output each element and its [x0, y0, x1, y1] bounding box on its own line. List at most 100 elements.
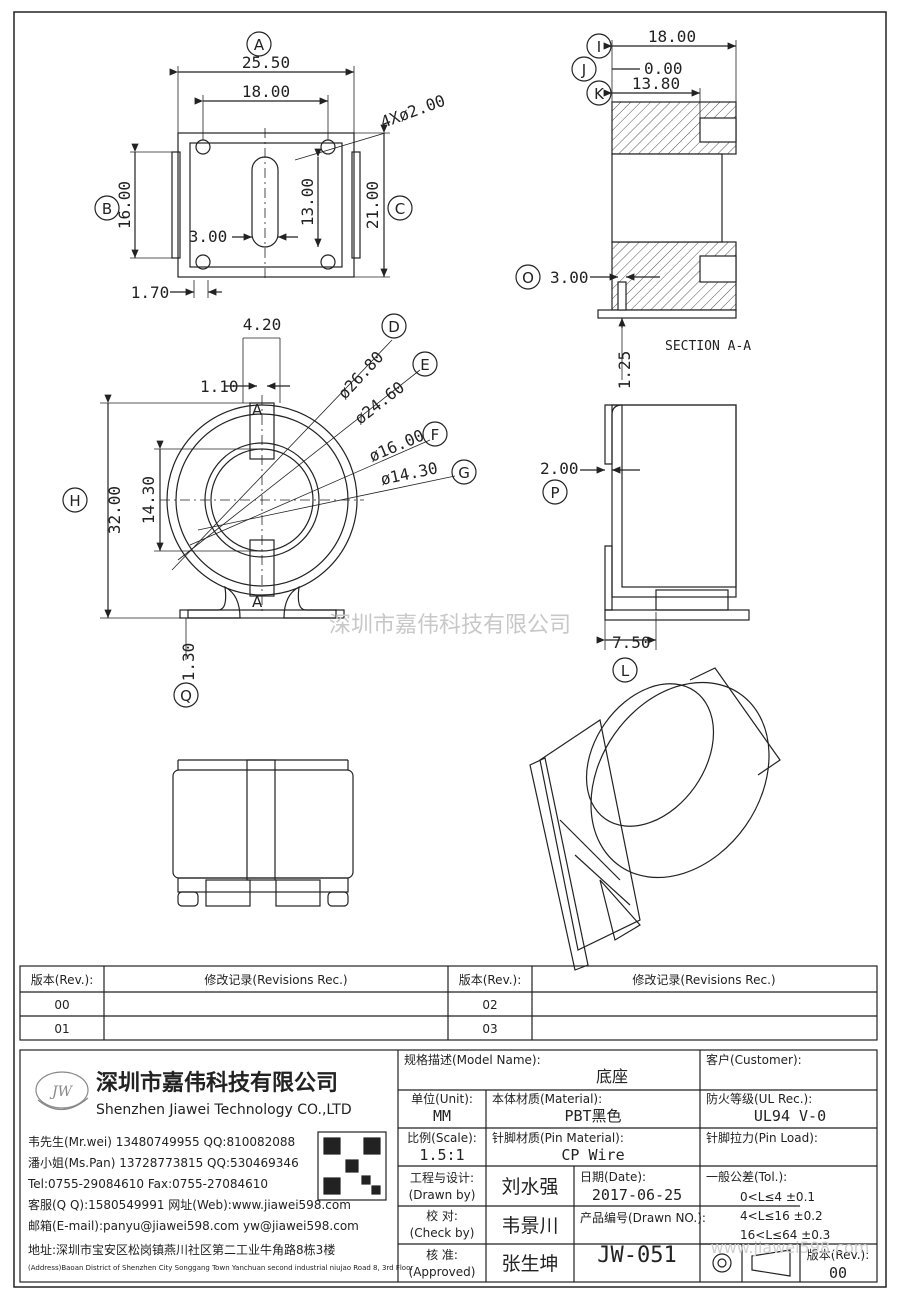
dim-o: 3.00 — [550, 268, 589, 287]
dim-4-20: 4.20 — [243, 315, 282, 334]
top-view — [94, 31, 413, 298]
drawing-frame — [13, 11, 887, 1288]
label-b: B — [102, 200, 112, 218]
drawn-no-label: 产品编号(Drawn NO.): — [580, 1210, 706, 1225]
label-e: E — [420, 356, 429, 374]
contact-5: 邮箱(E-mail):panyu@jiawei598.com yw@jiawei… — [28, 1218, 359, 1233]
section-mark-top: A — [252, 401, 263, 419]
check-label-en: (Check by) — [410, 1226, 475, 1240]
pin-material-value: CP Wire — [561, 1146, 624, 1164]
drawn-no-value: JW-051 — [597, 1243, 676, 1268]
dim-2-00: 2.00 — [540, 459, 579, 478]
dim-3-00: 3.00 — [189, 227, 228, 246]
contact-4: 客服(Q Q):1580549991 网址(Web):www.jiawei598… — [28, 1197, 351, 1212]
pin-load-label: 针脚拉力(Pin Load): — [706, 1130, 818, 1145]
label-c: C — [395, 200, 405, 218]
model-value: 底座 — [596, 1067, 628, 1086]
dim-g: ø14.30 — [379, 458, 439, 489]
watermark: 深圳市嘉伟科技有限公司 — [329, 613, 571, 638]
dim-f: ø16.00 — [366, 426, 427, 466]
dim-14-30: 14.30 — [139, 476, 158, 524]
logo-text: JW — [49, 1084, 74, 1100]
dim-k: 13.80 — [632, 74, 680, 93]
customer-label: 客户(Customer): — [706, 1052, 802, 1067]
tol-row-1: 0<L≤4 ±0.1 — [740, 1190, 815, 1204]
revisions-table — [19, 965, 878, 1041]
company-name-cn: 深圳市嘉伟科技有限公司 — [96, 1070, 338, 1096]
label-i: I — [597, 38, 601, 56]
approve-value: 张生坤 — [501, 1253, 558, 1275]
bottom-view — [172, 759, 354, 907]
label-k: K — [594, 85, 605, 103]
dim-pin: 1.25 — [615, 351, 634, 390]
title-block — [398, 1050, 877, 1282]
watermark-url: www.jiawei598.com — [711, 1238, 870, 1257]
check-label-cn: 校 对: — [426, 1208, 458, 1223]
tol-row-3: 16<L≤64 ±0.3 — [740, 1228, 830, 1242]
dim-32-00: 32.00 — [105, 486, 124, 534]
contact-2: 潘小姐(Ms.Pan) 13728773815 QQ:530469346 — [28, 1156, 299, 1170]
side-view — [542, 404, 750, 683]
rev-label: 版本(Rev.): — [807, 1248, 870, 1262]
front-view — [62, 313, 477, 708]
label-h: H — [69, 492, 80, 510]
approve-label-cn: 核 准: — [426, 1248, 458, 1262]
dim-16-00: 16.00 — [115, 181, 134, 229]
dim-1-70: 1.70 — [131, 283, 170, 302]
section-mark-bottom: A — [252, 593, 263, 611]
date-value: 2017-06-25 — [592, 1186, 682, 1204]
address-cn: 地址:深圳市宝安区松岗镇燕川社区第二工业牛角路8栋3楼 — [28, 1242, 335, 1257]
rev-row-03: 03 — [482, 1022, 497, 1036]
label-g: G — [458, 464, 470, 482]
top-view-outline — [177, 132, 355, 278]
dim-i: 18.00 — [648, 27, 696, 46]
material-label: 本体材质(Material): — [492, 1092, 602, 1106]
unit-value: MM — [433, 1107, 451, 1125]
rev-header-2: 版本(Rev.): — [459, 973, 522, 987]
dim-21-00: 21.00 — [363, 181, 382, 229]
scale-value: 1.5:1 — [419, 1146, 464, 1164]
label-f: F — [431, 426, 440, 444]
logo-mark — [35, 1071, 89, 1109]
address-en: (Address)Baoan District of Shenzhen City… — [28, 1264, 413, 1272]
label-j: J — [581, 61, 586, 79]
label-o: O — [522, 269, 534, 287]
rev-row-01: 01 — [54, 1022, 69, 1036]
rec-header-2: 修改记录(Revisions Rec.) — [632, 972, 775, 987]
label-d: D — [388, 318, 400, 336]
contact-3: Tel:0755-29084610 Fax:0755-27084610 — [27, 1177, 268, 1191]
dim-holes: 4Xø2.00 — [378, 91, 448, 132]
check-value: 韦景川 — [501, 1215, 558, 1237]
material-value: PBT黑色 — [564, 1107, 621, 1125]
dim-j: 0.00 — [644, 59, 683, 78]
qr-code — [317, 1131, 387, 1201]
tol-label: 一般公差(Tol.): — [706, 1169, 787, 1184]
scale-label: 比例(Scale): — [407, 1131, 477, 1145]
model-label: 规格描述(Model Name): — [404, 1052, 541, 1067]
dim-13-00: 13.00 — [298, 178, 317, 226]
ul-label: 防火等级(UL Rec.): — [706, 1091, 812, 1106]
drawn-label-cn: 工程与设计: — [410, 1170, 474, 1185]
dim-1-10: 1.10 — [200, 377, 239, 396]
contact-1: 韦先生(Mr.wei) 13480749955 QQ:810082088 — [28, 1135, 295, 1149]
company-name-en: Shenzhen Jiawei Technology CO.,LTD — [96, 1102, 352, 1118]
rev-row-02: 02 — [482, 998, 497, 1012]
approve-label-en: (Approved) — [409, 1265, 476, 1279]
rev-value: 00 — [829, 1264, 847, 1282]
rec-header-1: 修改记录(Revisions Rec.) — [204, 972, 347, 987]
isometric-view — [529, 667, 781, 971]
label-q: Q — [180, 687, 192, 705]
dim-18-00: 18.00 — [242, 82, 290, 101]
pin-material-label: 针脚材质(Pin Material): — [492, 1130, 624, 1145]
rev-row-00: 00 — [54, 998, 69, 1012]
ul-value: UL94 V-0 — [754, 1107, 826, 1125]
drawn-value: 刘水强 — [501, 1176, 558, 1198]
section-view — [515, 33, 737, 380]
company-block — [19, 1049, 878, 1283]
dim-7-50: 7.50 — [612, 633, 651, 652]
tol-row-2: 4<L≤16 ±0.2 — [740, 1209, 823, 1223]
label-a: A — [254, 36, 265, 54]
dim-25-50: 25.50 — [242, 53, 290, 72]
label-p: P — [550, 484, 559, 502]
